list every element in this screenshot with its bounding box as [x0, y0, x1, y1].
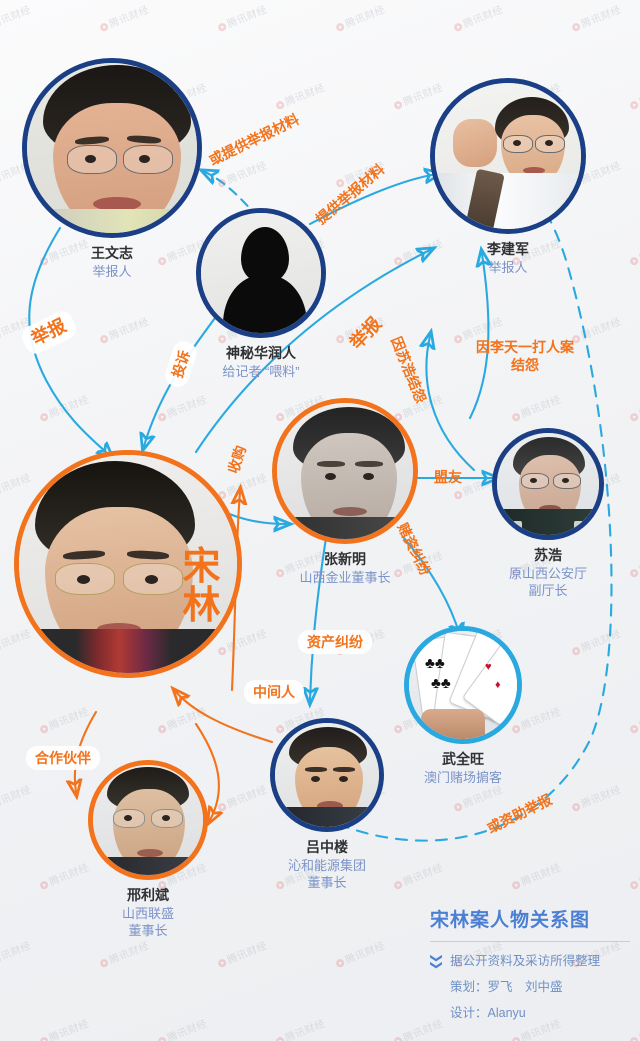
footer-source: 据公开资料及采访所得整理 [450, 954, 601, 968]
node-role-2: 董事长 [128, 923, 168, 939]
node-lijianjun[interactable]: 李建军 举报人 [430, 78, 586, 276]
node-role: 给记者 “喂料” [222, 363, 300, 379]
node-name: 邢利斌 [127, 887, 169, 903]
footer-block: 宋林案人物关系图 ❯❯ 据公开资料及采访所得整理 策划：罗飞 刘中盛 设计：Al… [430, 905, 630, 1021]
avatar-xinglibin [88, 760, 208, 880]
edge-label-litianyi-line2: 结怨 [511, 357, 539, 374]
node-luzhonglou[interactable]: 吕中楼 沁和能源集团 董事长 [270, 718, 384, 892]
footer-designer: 设计：Alanyu [450, 1006, 526, 1020]
node-role: 山西金业董事长 [299, 569, 391, 585]
avatar-songlin [14, 450, 242, 678]
node-role: 澳门赌场掮客 [423, 769, 502, 785]
edge-label-hezuo: 合作伙伴 [26, 746, 100, 771]
node-mystery-huarun[interactable]: 神秘华润人 给记者 “喂料” [196, 208, 326, 380]
node-role-2: 董事长 [307, 875, 347, 891]
node-role: 原山西公安厅 [508, 565, 587, 581]
node-zhangxinming[interactable]: 张新明 山西金业董事长 [272, 398, 418, 586]
avatar-suhao [492, 428, 604, 540]
edge-label-litianyi: 因李天一打人案 结怨 [476, 338, 574, 374]
edge-label-zhongjianren: 中间人 [244, 680, 304, 705]
node-role: 举报人 [92, 263, 132, 279]
edge-label-zichan: 资产纠纷 [298, 630, 372, 655]
footer-divider [430, 941, 630, 942]
chevron-down-icon: ❯❯ [430, 952, 445, 967]
footer-title: 宋林案人物关系图 [430, 910, 591, 931]
node-suhao[interactable]: 苏浩 原山西公安厅 副厅长 [492, 428, 604, 600]
hero-name-songlin: 宋林 [182, 546, 222, 627]
footer-producer: 策划：罗飞 刘中盛 [450, 980, 563, 994]
edge-label-litianyi-line1: 因李天一打人案 [476, 339, 574, 355]
node-name: 王文志 [91, 245, 133, 261]
footer-source-row: ❯❯ 据公开资料及采访所得整理 [430, 950, 630, 969]
node-wuquanwang[interactable]: ♣♣ ♣♣ ♥ ♦ 武全旺 澳门赌场掮客 [404, 626, 522, 786]
avatar-lijianjun [430, 78, 586, 234]
avatar-wuquanwang: ♣♣ ♣♣ ♥ ♦ [404, 626, 522, 744]
avatar-luzhonglou [270, 718, 384, 832]
node-role: 沁和能源集团 [287, 857, 366, 873]
node-role-2: 副厅长 [528, 583, 568, 599]
node-xinglibin[interactable]: 邢利斌 山西联盛 董事长 [88, 760, 208, 940]
node-name: 吕中楼 [306, 839, 348, 855]
node-name: 武全旺 [442, 751, 484, 767]
node-name: 神秘华润人 [226, 345, 296, 361]
avatar-zhangxinming [272, 398, 418, 544]
avatar-wangwenzhi [22, 58, 202, 238]
node-name: 张新明 [324, 551, 366, 567]
edge-label-mengyou: 盟友 [434, 469, 462, 485]
avatar-mystery-huarun [196, 208, 326, 338]
node-name: 苏浩 [534, 547, 562, 563]
node-name: 李建军 [487, 241, 529, 257]
node-role: 山西联盛 [121, 905, 174, 921]
node-role: 举报人 [488, 259, 528, 275]
node-wangwenzhi[interactable]: 王文志 举报人 [22, 58, 202, 280]
node-songlin[interactable] [14, 450, 242, 678]
